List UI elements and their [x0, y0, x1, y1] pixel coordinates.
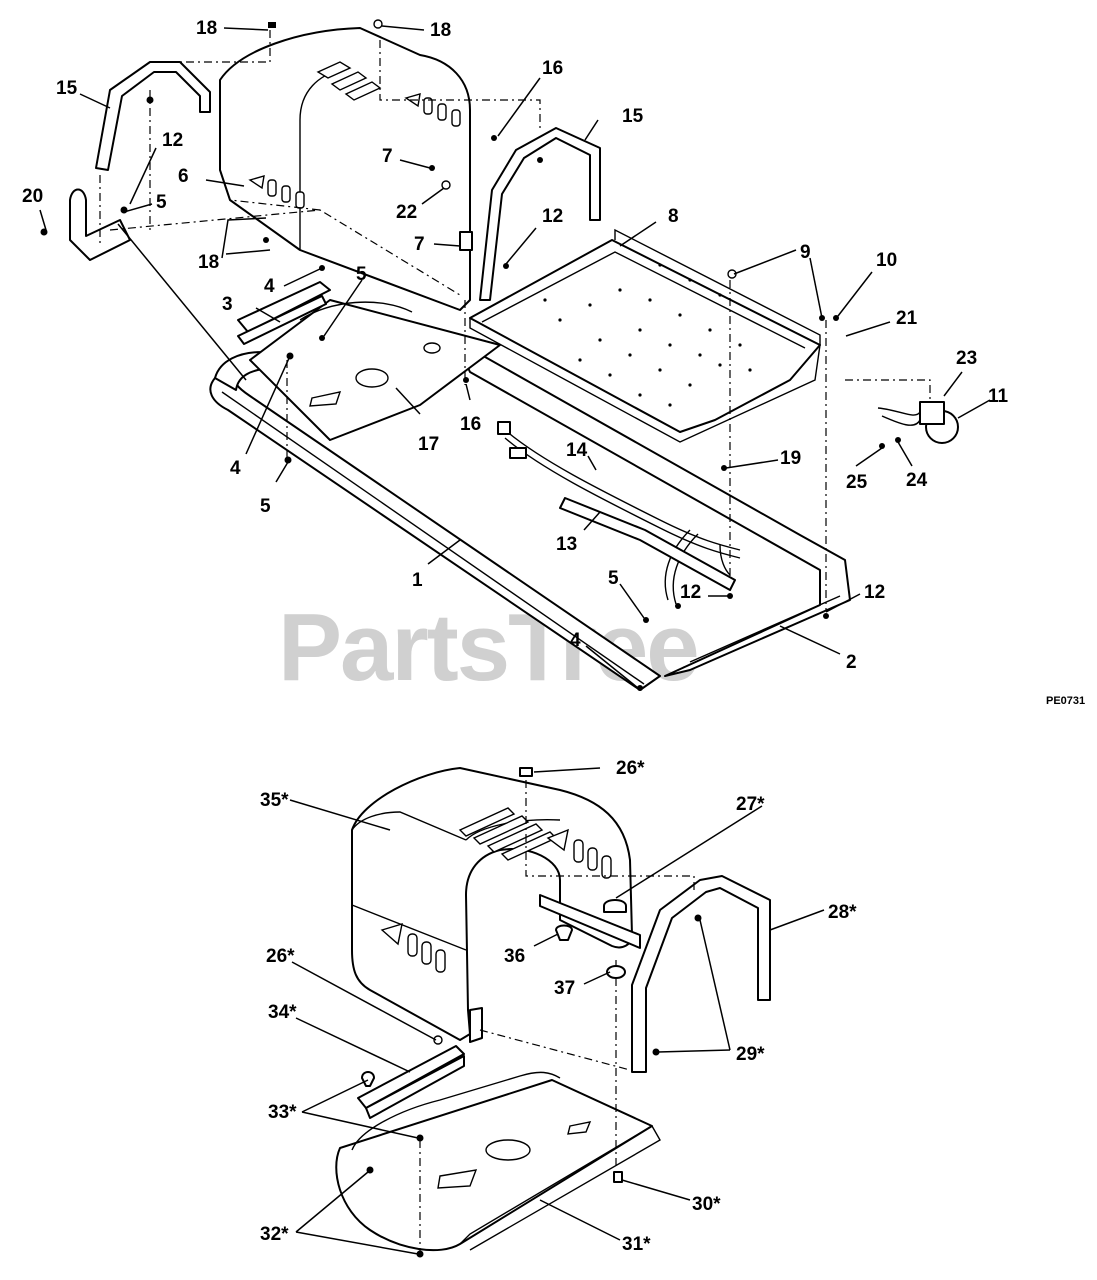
- seat-shell: [351, 767, 641, 1043]
- callout-13: 13: [556, 534, 577, 555]
- callout-23: 23: [956, 348, 977, 369]
- callout-32: 32*: [260, 1224, 289, 1245]
- seat-shell-top: [219, 27, 471, 311]
- callout-4-a: 4: [264, 276, 275, 297]
- callout-21: 21: [896, 308, 918, 329]
- callout-15-b: 15: [622, 106, 644, 127]
- seat-rail: [237, 281, 331, 333]
- callout-33: 33*: [268, 1102, 297, 1123]
- figure-code: PE0731: [1046, 695, 1085, 707]
- bottom-callouts: 26* 35* 27* 28* 36 26* 37 34* 29* 33* 30…: [260, 758, 857, 1255]
- callout-34: 34*: [268, 1002, 297, 1023]
- callout-14: 14: [566, 440, 588, 461]
- floor-perforations: [543, 263, 752, 407]
- callout-2: 2: [846, 652, 857, 673]
- callout-18-b: 18: [430, 20, 451, 41]
- callout-15-a: 15: [56, 78, 78, 99]
- callout-9: 9: [800, 242, 811, 263]
- callout-31: 31*: [622, 1234, 651, 1255]
- bottom-assembly-lines: [419, 780, 695, 1254]
- callout-26-a: 26*: [616, 758, 645, 779]
- callout-36: 36: [504, 946, 525, 967]
- callout-16-b: 16: [460, 414, 481, 435]
- seat-rail-lower: [237, 295, 327, 345]
- callout-26-b: 26*: [266, 946, 295, 967]
- leader-lines: [39, 25, 991, 689]
- callout-24: 24: [906, 470, 928, 491]
- callout-5-b: 5: [356, 264, 367, 285]
- wire-harness: [497, 421, 741, 605]
- callout-30: 30*: [692, 1194, 721, 1215]
- seat-pan-bottom: [335, 1079, 653, 1252]
- hinge-bracket: [69, 188, 131, 261]
- callout-12-c: 12: [680, 582, 701, 603]
- callout-22: 22: [396, 202, 417, 223]
- callout-3: 3: [222, 294, 233, 315]
- seat-support-right: [479, 127, 601, 301]
- callout-19: 19: [780, 448, 801, 469]
- top-callouts: 18 18 15 16 15 12 7 6 20 5 22 7 12 8 9 1…: [22, 18, 1009, 673]
- callout-11: 11: [988, 386, 1009, 407]
- callout-5-a: 5: [156, 192, 167, 213]
- callout-4-c: 4: [570, 630, 581, 651]
- callout-18-a: 18: [196, 18, 217, 39]
- top-assembly: 18 18 15 16 15 12 7 6 20 5 22 7 12 8 9 1…: [22, 18, 1085, 707]
- callout-5-d: 5: [608, 568, 619, 589]
- callout-27: 27*: [736, 794, 765, 815]
- cover-strip: [559, 497, 736, 591]
- callout-6: 6: [178, 166, 189, 187]
- callout-12-d: 12: [864, 582, 885, 603]
- bottom-hardware: [361, 767, 702, 1258]
- seat-support: [631, 875, 771, 1073]
- callout-10: 10: [876, 250, 897, 271]
- callout-12-b: 12: [542, 206, 563, 227]
- callout-5-c: 5: [260, 496, 271, 517]
- callout-20: 20: [22, 186, 43, 207]
- callout-8: 8: [668, 206, 679, 227]
- callout-17: 17: [418, 434, 439, 455]
- bottom-assembly: 26* 35* 27* 28* 36 26* 37 34* 29* 33* 30…: [260, 758, 857, 1258]
- callout-12-a: 12: [162, 130, 183, 151]
- seat-rail-bottom-lower: [365, 1055, 465, 1119]
- callout-4-b: 4: [230, 458, 241, 479]
- callout-16-a: 16: [542, 58, 563, 79]
- callout-18-c: 18: [198, 252, 219, 273]
- callout-37: 37: [554, 978, 575, 999]
- callout-28: 28*: [828, 902, 857, 923]
- callout-25: 25: [846, 472, 868, 493]
- callout-35: 35*: [260, 790, 289, 811]
- callout-7-a: 7: [382, 146, 393, 167]
- floor-plate: [469, 239, 821, 433]
- bottom-leader-lines: [289, 767, 825, 1255]
- switch-assembly: [877, 401, 959, 444]
- seat-rail-bottom: [357, 1045, 465, 1109]
- callout-7-b: 7: [414, 234, 425, 255]
- hardware: [40, 19, 901, 691]
- callout-1: 1: [412, 570, 423, 591]
- assembly-lines: [99, 30, 931, 610]
- callout-29: 29*: [736, 1044, 765, 1065]
